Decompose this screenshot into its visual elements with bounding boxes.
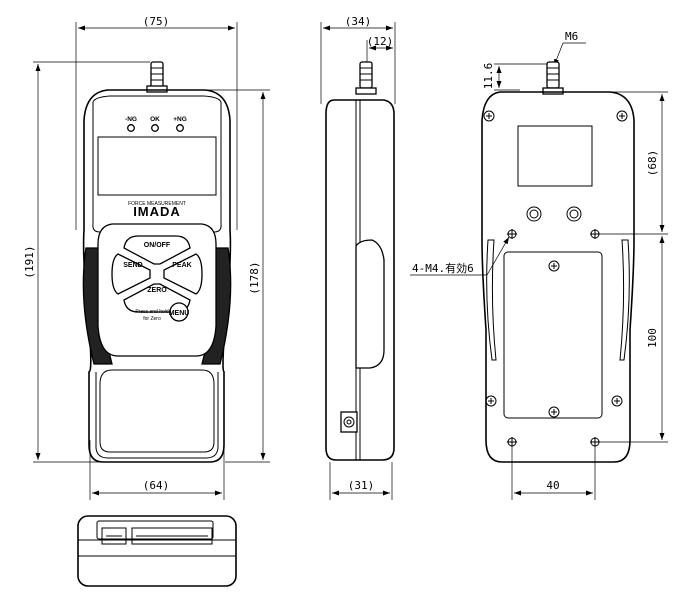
mount-holes bbox=[507, 229, 600, 447]
dimension-total-height: (191) bbox=[23, 61, 150, 463]
dimension-upper-holes: (68) bbox=[600, 91, 668, 235]
dimension-top-depth-label: (34) bbox=[345, 15, 372, 28]
dimension-shaft-offset: (12) bbox=[366, 35, 394, 62]
key-zero-label: ZERO bbox=[147, 287, 167, 294]
key-peak[interactable] bbox=[163, 253, 203, 295]
dimension-hole-spacing-vertical: 100 bbox=[600, 236, 668, 443]
led-plus-ng-icon bbox=[176, 124, 184, 132]
back-view: M6 11.6 bbox=[410, 30, 668, 500]
key-send-label: SEND bbox=[123, 262, 142, 269]
logo-subtitle: FORCE MEASUREMENT bbox=[128, 201, 186, 207]
top-screws bbox=[483, 110, 628, 122]
dimension-top-depth: (34) bbox=[320, 15, 396, 104]
dimension-shaft-offset-label: (12) bbox=[367, 35, 394, 48]
dimension-shaft-height: 11.6 bbox=[482, 63, 549, 91]
front-body-outline bbox=[82, 89, 232, 463]
menu-hint-line1: Press and hold bbox=[135, 309, 169, 315]
dimension-bottom-depth: (31) bbox=[329, 462, 393, 500]
dimension-top-width: (75) bbox=[75, 15, 238, 230]
display-screen bbox=[97, 136, 217, 196]
dimension-body-height-label: (178) bbox=[248, 261, 261, 294]
side-grip bbox=[355, 239, 385, 369]
key-menu[interactable] bbox=[169, 302, 189, 322]
thread-callout: M6 bbox=[553, 30, 586, 67]
key-peak-label: PEAK bbox=[172, 262, 191, 269]
dimension-hole-spacing-vertical-label: 100 bbox=[646, 328, 659, 348]
side-body-outline bbox=[325, 99, 395, 461]
led-indicators: -NG OK +NG bbox=[125, 116, 187, 132]
led-minus-ng-icon bbox=[127, 124, 135, 132]
dimension-top-width-label: (75) bbox=[143, 15, 170, 28]
led-label-minus-ng: -NG bbox=[125, 116, 137, 123]
led-label-plus-ng: +NG bbox=[173, 116, 187, 123]
front-shaft bbox=[146, 61, 168, 93]
menu-hint-line2: for Zero bbox=[143, 316, 161, 322]
key-menu-label: MENU bbox=[169, 310, 190, 317]
led-label-ok: OK bbox=[150, 116, 160, 123]
bottom-view bbox=[77, 515, 237, 587]
led-ok-icon bbox=[151, 124, 159, 132]
key-on-off[interactable] bbox=[123, 235, 191, 265]
dimension-shaft-height-label: 11.6 bbox=[482, 63, 495, 90]
dimension-hole-spacing-horizontal-label: 40 bbox=[546, 479, 559, 492]
front-view: (75) (191) (178) (64) bbox=[23, 15, 270, 500]
dimension-hole-spacing-horizontal: 40 bbox=[511, 446, 596, 500]
brand-logo: FORCE MEASUREMENT IMADA bbox=[128, 201, 186, 219]
dimension-bottom-width: (64) bbox=[89, 440, 225, 500]
side-view: (34) (12) (31) bbox=[320, 15, 396, 500]
key-on-off-label: ON/OFF bbox=[144, 242, 171, 249]
key-send[interactable] bbox=[111, 253, 151, 295]
dimension-body-height: (178) bbox=[200, 89, 270, 463]
battery-cover bbox=[503, 251, 603, 419]
mount-holes-callout: 4-M4.有効6 bbox=[410, 236, 510, 276]
thread-label: M6 bbox=[565, 30, 578, 43]
menu-key-group: MENU Press and hold for Zero bbox=[135, 302, 190, 322]
logo-text: IMADA bbox=[133, 204, 181, 219]
dimension-total-height-label: (191) bbox=[23, 245, 36, 278]
mount-holes-label: 4-M4.有効6 bbox=[412, 261, 474, 275]
back-body-outline bbox=[481, 91, 635, 463]
dimension-bottom-width-label: (64) bbox=[143, 479, 170, 492]
dimension-upper-holes-label: (68) bbox=[646, 150, 659, 177]
lower-frame bbox=[99, 369, 215, 453]
dimension-bottom-depth-label: (31) bbox=[348, 479, 375, 492]
